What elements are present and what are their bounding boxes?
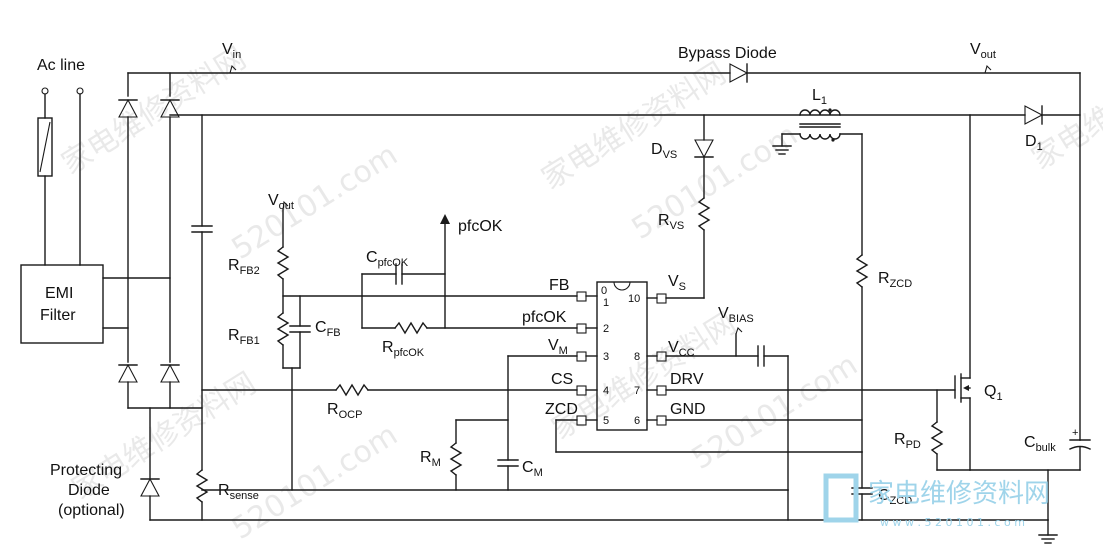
d1-label: D1	[1025, 133, 1043, 153]
ic-pin-zcd-label: ZCD	[545, 401, 578, 418]
pin-number: 2	[603, 323, 609, 335]
rpfcok-resistor-icon	[394, 321, 428, 335]
rm-resistor-icon	[449, 442, 463, 476]
protecting-diode-label-2: Diode	[68, 482, 110, 499]
watermark-url: 520101.com	[226, 417, 404, 546]
czcd-label: CZCD	[878, 487, 912, 507]
emi-filter-label-1: EMI	[45, 285, 73, 302]
ic-pin-cs-label: CS	[551, 371, 573, 388]
rzcd-label: RZCD	[878, 270, 912, 290]
pin-number: 3	[603, 351, 609, 363]
cpfcok-label: CpfcOK	[366, 249, 409, 269]
watermark-logo-url: w w w . 5 2 0 1 0 1 . c o m	[880, 516, 1025, 529]
rocp-resistor-icon	[335, 383, 369, 397]
cfb-label: CFB	[315, 319, 341, 339]
vbias-marker-icon	[735, 326, 743, 335]
vout-top-label: Vout	[970, 41, 996, 61]
ic-pin-vm-label: VM	[548, 337, 568, 357]
emi-filter-label-2: Filter	[40, 307, 76, 324]
bypass-diode-label: Bypass Diode	[678, 45, 777, 62]
svg-text:+: +	[1072, 427, 1078, 439]
rocp-label: ROCP	[327, 401, 362, 421]
rvs-label: RVS	[658, 212, 684, 232]
ac-line-label: Ac line	[37, 57, 85, 74]
protecting-diode-icon	[140, 477, 160, 497]
vin-label: Vin	[222, 41, 241, 61]
rfb2-resistor-icon	[276, 246, 290, 280]
protecting-diode-label-1: Protecting	[50, 462, 122, 479]
rsense-resistor-icon	[195, 469, 209, 503]
watermark-text: 家电维修资料网	[56, 41, 253, 182]
vout-fb-label: Vout	[268, 192, 294, 212]
pin-number: 1	[603, 297, 609, 309]
rzcd-resistor-icon	[855, 254, 869, 288]
rpfcok-label: RpfcOK	[382, 339, 425, 359]
rm-label: RM	[420, 449, 441, 469]
watermark-text: 家电维修资料网	[546, 306, 743, 447]
d1-diode-icon	[1024, 105, 1044, 125]
rfb2-label: RFB2	[228, 257, 260, 277]
pfcok-arrow-icon	[440, 214, 450, 224]
pin-number: 5	[603, 415, 609, 427]
ac-line-input	[37, 87, 84, 266]
watermark-logo-text: 家电维修资料网	[868, 479, 1050, 509]
pfcok-output-label: pfcOK	[458, 218, 503, 235]
ic-corner-mark: 0	[601, 285, 607, 297]
pin-number: 10	[628, 293, 640, 305]
pin-number: 7	[634, 385, 640, 397]
ic-pin-vs-label: VS	[668, 273, 686, 293]
pfc-controller-ic: 0 1 2 3 4 5 10 8 7 6	[576, 281, 667, 431]
rvs-resistor-icon	[697, 197, 711, 231]
pin-number: 6	[634, 415, 640, 427]
watermark-url: 520101.com	[226, 137, 404, 266]
rpd-label: RPD	[894, 431, 921, 451]
bridge-rectifier	[118, 72, 203, 409]
ic-pin-fb-label: FB	[549, 277, 569, 294]
rfb1-label: RFB1	[228, 327, 260, 347]
q1-label: Q1	[984, 383, 1003, 403]
cbulk-label: Cbulk	[1024, 434, 1056, 454]
vout-marker-icon	[984, 64, 992, 74]
protecting-diode-label-3: (optional)	[58, 502, 125, 519]
ic-pin-pfcok-label: pfcOK	[522, 309, 567, 326]
pin-number: 8	[634, 351, 640, 363]
rsense-label: Rsense	[218, 482, 259, 502]
l1-inductor-icon	[772, 108, 863, 155]
bridge-diode-icon	[160, 363, 180, 383]
watermark-logo: 家电维修资料网 w w w . 5 2 0 1 0 1 . c o m	[823, 473, 1050, 529]
bypass-diode-icon	[729, 63, 749, 83]
emi-filter-box	[20, 264, 104, 344]
pin-number: 4	[603, 385, 609, 397]
ic-pin-gnd-label: GND	[670, 401, 706, 418]
l1-label: L1	[812, 87, 827, 107]
dvs-label: DVS	[651, 141, 677, 161]
rpd-resistor-icon	[930, 421, 944, 455]
watermark-text: 家电维修资料网	[1026, 36, 1103, 177]
cm-label: CM	[522, 459, 543, 479]
vin-marker-icon	[229, 64, 237, 74]
vout-fb-marker-icon	[282, 200, 289, 211]
vbias-label: VBIAS	[718, 305, 754, 325]
watermark-url: 520101.com	[626, 117, 804, 246]
q1-mosfet-icon	[954, 114, 971, 471]
dvs-diode-icon	[694, 139, 714, 159]
rfb1-resistor-icon	[276, 312, 290, 346]
watermark-url: 520101.com	[686, 347, 864, 476]
bridge-diode-icon	[118, 363, 138, 383]
ic-pin-drv-label: DRV	[670, 371, 704, 388]
